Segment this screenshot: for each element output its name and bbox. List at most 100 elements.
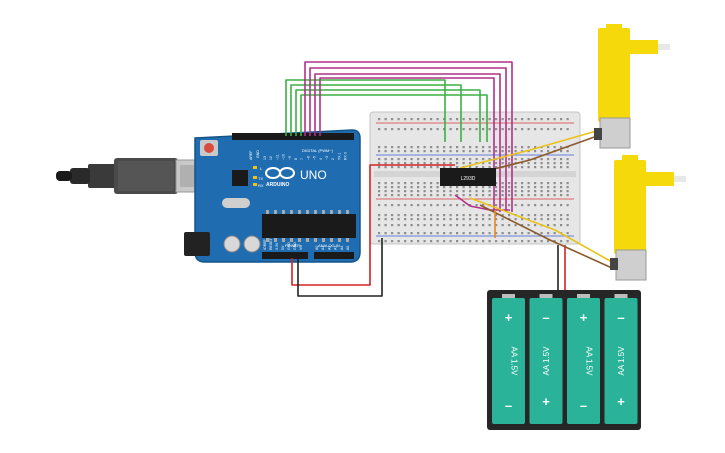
breadboard-hole[interactable] bbox=[378, 214, 381, 217]
breadboard-hole[interactable] bbox=[384, 146, 387, 149]
breadboard-hole[interactable] bbox=[560, 194, 563, 197]
breadboard-hole[interactable] bbox=[560, 118, 563, 121]
breadboard-hole[interactable] bbox=[475, 166, 478, 169]
breadboard-hole[interactable] bbox=[391, 240, 394, 243]
breadboard-hole[interactable] bbox=[501, 146, 504, 149]
breadboard-hole[interactable] bbox=[384, 204, 387, 207]
breadboard-hole[interactable] bbox=[566, 128, 569, 131]
breadboard-hole[interactable] bbox=[391, 150, 394, 153]
battery-cell[interactable] bbox=[492, 298, 525, 424]
breadboard-hole[interactable] bbox=[469, 162, 472, 165]
wire-yellow-motor2[interactable] bbox=[469, 197, 613, 263]
breadboard-hole[interactable] bbox=[534, 214, 537, 217]
breadboard-hole[interactable] bbox=[456, 128, 459, 131]
breadboard-hole[interactable] bbox=[475, 186, 478, 189]
breadboard-hole[interactable] bbox=[462, 224, 465, 227]
breadboard-hole[interactable] bbox=[514, 218, 517, 221]
breadboard-hole[interactable] bbox=[404, 182, 407, 185]
breadboard-hole[interactable] bbox=[404, 186, 407, 189]
breadboard-hole[interactable] bbox=[514, 118, 517, 121]
breadboard-hole[interactable] bbox=[514, 182, 517, 185]
breadboard-hole[interactable] bbox=[456, 204, 459, 207]
breadboard-hole[interactable] bbox=[482, 224, 485, 227]
breadboard-hole[interactable] bbox=[391, 162, 394, 165]
breadboard-hole[interactable] bbox=[384, 194, 387, 197]
breadboard-hole[interactable] bbox=[508, 214, 511, 217]
breadboard-hole[interactable] bbox=[456, 146, 459, 149]
breadboard-hole[interactable] bbox=[404, 240, 407, 243]
breadboard-hole[interactable] bbox=[534, 128, 537, 131]
battery-cell[interactable] bbox=[604, 298, 638, 424]
breadboard-hole[interactable] bbox=[410, 146, 413, 149]
breadboard-hole[interactable] bbox=[508, 182, 511, 185]
breadboard-hole[interactable] bbox=[443, 194, 446, 197]
wire-green-2[interactable] bbox=[290, 84, 462, 142]
breadboard-hole[interactable] bbox=[384, 186, 387, 189]
breadboard-hole[interactable] bbox=[462, 146, 465, 149]
breadboard-hole[interactable] bbox=[547, 158, 550, 161]
breadboard-hole[interactable] bbox=[462, 240, 465, 243]
breadboard-hole[interactable] bbox=[560, 186, 563, 189]
breadboard-hole[interactable] bbox=[391, 118, 394, 121]
breadboard-hole[interactable] bbox=[495, 162, 498, 165]
breadboard-hole[interactable] bbox=[566, 162, 569, 165]
breadboard-hole[interactable] bbox=[391, 232, 394, 235]
breadboard-hole[interactable] bbox=[566, 194, 569, 197]
breadboard-hole[interactable] bbox=[560, 166, 563, 169]
dc-motor-2[interactable] bbox=[610, 155, 686, 281]
wire-yellow-motor1[interactable] bbox=[459, 129, 601, 169]
breadboard-hole[interactable] bbox=[547, 146, 550, 149]
breadboard-hole[interactable] bbox=[508, 166, 511, 169]
breadboard-hole[interactable] bbox=[430, 224, 433, 227]
breadboard-hole[interactable] bbox=[417, 146, 420, 149]
breadboard-hole[interactable] bbox=[566, 166, 569, 169]
breadboard-hole[interactable] bbox=[397, 150, 400, 153]
breadboard-hole[interactable] bbox=[534, 224, 537, 227]
breadboard-hole[interactable] bbox=[462, 158, 465, 161]
breadboard-hole[interactable] bbox=[436, 218, 439, 221]
breadboard-hole[interactable] bbox=[475, 118, 478, 121]
breadboard-hole[interactable] bbox=[534, 158, 537, 161]
breadboard-hole[interactable] bbox=[397, 218, 400, 221]
breadboard-hole[interactable] bbox=[462, 218, 465, 221]
breadboard-hole[interactable] bbox=[488, 214, 491, 217]
breadboard-hole[interactable] bbox=[482, 240, 485, 243]
breadboard-hole[interactable] bbox=[378, 224, 381, 227]
breadboard-hole[interactable] bbox=[378, 194, 381, 197]
breadboard-hole[interactable] bbox=[417, 224, 420, 227]
breadboard-hole[interactable] bbox=[527, 224, 530, 227]
breadboard-hole[interactable] bbox=[430, 158, 433, 161]
breadboard-hole[interactable] bbox=[378, 146, 381, 149]
breadboard-hole[interactable] bbox=[436, 118, 439, 121]
breadboard-hole[interactable] bbox=[397, 158, 400, 161]
breadboard-hole[interactable] bbox=[508, 232, 511, 235]
breadboard-hole[interactable] bbox=[495, 118, 498, 121]
breadboard-hole[interactable] bbox=[540, 162, 543, 165]
breadboard-hole[interactable] bbox=[540, 128, 543, 131]
breadboard-hole[interactable] bbox=[378, 166, 381, 169]
battery-cell[interactable] bbox=[529, 298, 563, 424]
breadboard-hole[interactable] bbox=[521, 224, 524, 227]
breadboard-hole[interactable] bbox=[449, 166, 452, 169]
breadboard-hole[interactable] bbox=[553, 166, 556, 169]
breadboard-hole[interactable] bbox=[527, 190, 530, 193]
breadboard-hole[interactable] bbox=[501, 186, 504, 189]
breadboard-hole[interactable] bbox=[566, 118, 569, 121]
breadboard-hole[interactable] bbox=[391, 186, 394, 189]
breadboard-hole[interactable] bbox=[534, 190, 537, 193]
power-header[interactable] bbox=[262, 252, 308, 259]
breadboard-hole[interactable] bbox=[469, 214, 472, 217]
breadboard-hole[interactable] bbox=[397, 194, 400, 197]
breadboard-hole[interactable] bbox=[527, 194, 530, 197]
breadboard-hole[interactable] bbox=[508, 158, 511, 161]
breadboard-hole[interactable] bbox=[410, 232, 413, 235]
breadboard-hole[interactable] bbox=[488, 190, 491, 193]
breadboard-hole[interactable] bbox=[553, 146, 556, 149]
breadboard-hole[interactable] bbox=[410, 218, 413, 221]
breadboard-hole[interactable] bbox=[553, 186, 556, 189]
breadboard-hole[interactable] bbox=[540, 150, 543, 153]
breadboard-hole[interactable] bbox=[397, 118, 400, 121]
breadboard-hole[interactable] bbox=[436, 186, 439, 189]
breadboard-hole[interactable] bbox=[404, 190, 407, 193]
breadboard-hole[interactable] bbox=[430, 128, 433, 131]
